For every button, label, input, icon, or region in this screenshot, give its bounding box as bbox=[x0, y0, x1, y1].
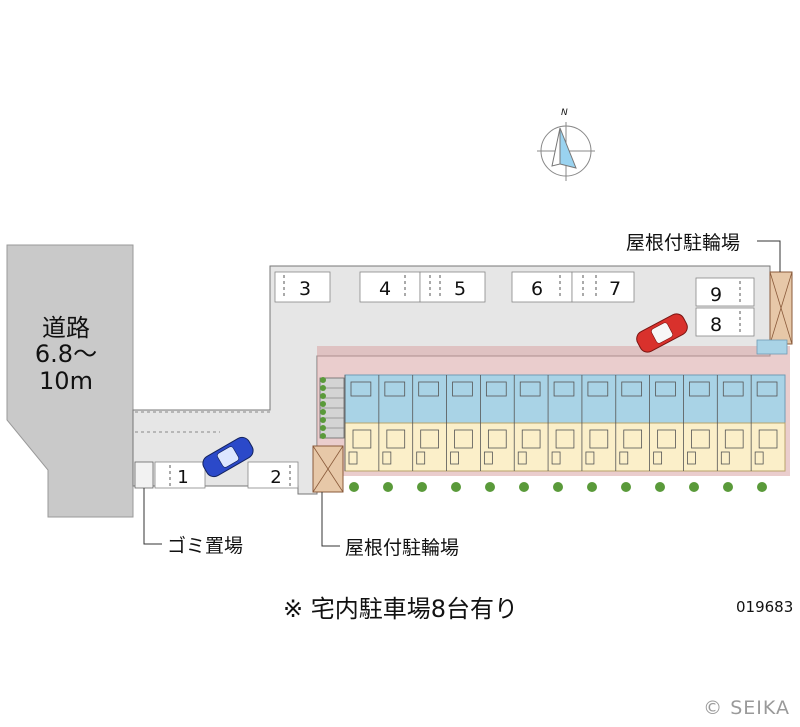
parking-space-label: 4 bbox=[379, 278, 391, 300]
leader-lines bbox=[143, 240, 781, 547]
compass-north-label: N bbox=[561, 108, 568, 118]
parking-space-label: 2 bbox=[270, 467, 281, 488]
bike-shelter-left-label: 屋根付駐輪場 bbox=[345, 537, 459, 559]
parking-space-label: 6 bbox=[531, 278, 543, 300]
parking-space-label: 5 bbox=[454, 278, 466, 300]
car-red-icon bbox=[636, 313, 688, 353]
shrub bbox=[320, 385, 326, 391]
shrub bbox=[723, 482, 733, 492]
parking-note: ※ 宅内駐車場8台有り bbox=[283, 595, 518, 623]
road-label-line3: 10m bbox=[39, 367, 93, 395]
shrub bbox=[320, 377, 326, 383]
bike-shelter-right-label: 屋根付駐輪場 bbox=[626, 232, 740, 254]
garbage-area bbox=[134, 461, 154, 489]
shrub bbox=[417, 482, 427, 492]
parking-space-2: 2 bbox=[247, 461, 299, 489]
shrub bbox=[553, 482, 563, 492]
shrub bbox=[519, 482, 529, 492]
road-label-line2: 6.8～ bbox=[35, 340, 97, 368]
shrub-row bbox=[320, 377, 767, 492]
parking-space-label: 9 bbox=[710, 284, 722, 306]
road-area bbox=[6, 244, 134, 518]
shrub bbox=[320, 393, 326, 399]
shrub bbox=[485, 482, 495, 492]
shrub bbox=[320, 409, 326, 415]
parking-space-9: 9 bbox=[695, 277, 755, 307]
shrub bbox=[655, 482, 665, 492]
copyright-label: © SEIKA bbox=[703, 697, 790, 719]
shrub bbox=[689, 482, 699, 492]
parking-space-label: 3 bbox=[299, 278, 311, 300]
property-code: 019683 bbox=[736, 598, 793, 616]
apartment-building bbox=[317, 346, 790, 476]
road-label-line1: 道路 bbox=[42, 314, 90, 342]
shrub bbox=[320, 401, 326, 407]
shrub bbox=[320, 433, 326, 439]
parking-space-5: 5 bbox=[419, 271, 486, 303]
parking-space-label: 8 bbox=[710, 314, 722, 336]
parking-spaces: 1 2 3 4 5 6 bbox=[154, 271, 755, 489]
parking-space-label: 7 bbox=[609, 278, 621, 300]
compass-icon bbox=[537, 122, 595, 181]
car-blue-icon bbox=[202, 436, 254, 478]
parking-space-3: 3 bbox=[274, 271, 331, 303]
shrub bbox=[451, 482, 461, 492]
shrub bbox=[349, 482, 359, 492]
shrub bbox=[383, 482, 393, 492]
shrub bbox=[587, 482, 597, 492]
bike-shelter-right bbox=[756, 271, 793, 355]
shrub bbox=[621, 482, 631, 492]
parking-space-8: 8 bbox=[695, 307, 755, 337]
parking-space-7: 7 bbox=[571, 271, 635, 303]
shrub bbox=[757, 482, 767, 492]
shrub bbox=[320, 417, 326, 423]
garbage-label: ゴミ置場 bbox=[167, 535, 243, 557]
parking-space-6: 6 bbox=[511, 271, 573, 303]
shrub bbox=[320, 425, 326, 431]
parking-space-1: 1 bbox=[154, 461, 206, 489]
bike-shelter-left bbox=[312, 445, 344, 493]
parking-space-label: 1 bbox=[177, 467, 188, 488]
parking-space-4: 4 bbox=[359, 271, 421, 303]
